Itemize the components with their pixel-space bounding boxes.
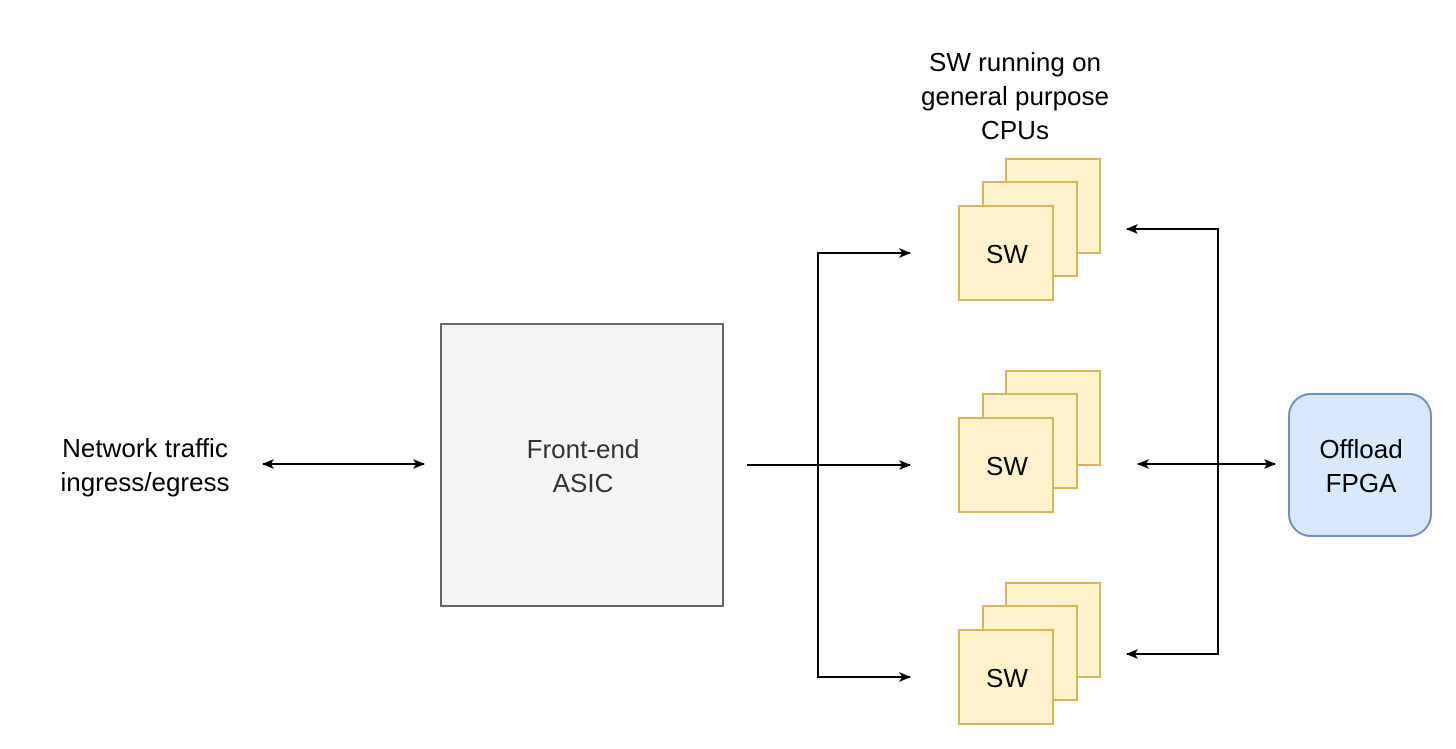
asic-box	[440, 323, 724, 607]
edge-asic-sw-bottom	[817, 465, 911, 682]
network-label-line2: ingress/egress	[60, 467, 230, 497]
sw-title-line2: general purpose	[921, 81, 1109, 111]
sw-box-bottom	[958, 629, 1054, 725]
edge-fpga-sw-top	[1126, 224, 1219, 464]
asic-label: Front-end ASIC	[441, 324, 725, 608]
sw-stack-top	[958, 158, 1101, 301]
sw-label-middle: SW	[986, 450, 1028, 481]
fpga-label-line2: FPGA	[1325, 468, 1397, 498]
network-label-line1: Network traffic	[62, 433, 228, 463]
edge-asic-sw-top	[817, 248, 911, 465]
network-traffic-label: Network traffic ingress/egress	[30, 431, 260, 499]
sw-title-line3: CPUs	[981, 115, 1049, 145]
sw-label-top: SW	[986, 238, 1028, 269]
fpga-box	[1288, 393, 1432, 537]
sw-box-middle	[958, 417, 1054, 513]
edge-fpga-sw-bottom	[1126, 464, 1219, 659]
fpga-label: Offload FPGA	[1289, 394, 1433, 538]
asic-label-line1: Front-end	[526, 434, 640, 464]
sw-stack-bottom	[958, 582, 1101, 725]
sw-cpus-title: SW running on general purpose CPUs	[890, 45, 1140, 147]
sw-box-top	[958, 205, 1054, 301]
sw-title-line1: SW running on	[929, 47, 1101, 77]
asic-label-line2: ASIC	[552, 468, 614, 498]
sw-stack-middle	[958, 370, 1101, 513]
fpga-label-line1: Offload	[1319, 434, 1403, 464]
sw-label-bottom: SW	[986, 662, 1028, 693]
